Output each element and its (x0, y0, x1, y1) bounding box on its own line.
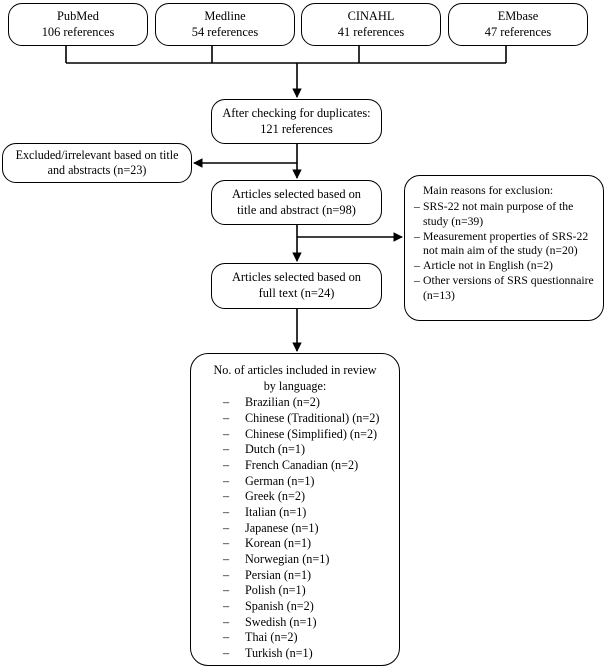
source-name-embase: EMbase (497, 8, 539, 23)
source-box-embase: EMbase 47 references (448, 3, 588, 46)
included-languages-heading: No. of articles included in review by la… (213, 363, 377, 393)
list-dash: – (414, 274, 420, 288)
exclusion-reason-item: – Measurement properties of SRS-22 not m… (414, 230, 594, 260)
language-label: Chinese (Simplified) (n=2) (245, 426, 378, 441)
list-dash: – (414, 259, 420, 273)
language-list-item: – German (n=1) (199, 474, 391, 490)
list-dash: – (414, 199, 420, 213)
exclusion-reason-text: Article not in English (n=2) (423, 259, 553, 273)
list-dash: – (223, 473, 230, 488)
language-label: French Canadian (n=2) (245, 458, 359, 473)
exclusion-reason-text: Other versions of SRS questionnaire (n=1… (423, 274, 594, 303)
duplicates-box: After checking for duplicates: 121 refer… (211, 99, 382, 144)
language-label: Italian (n=1) (245, 505, 307, 520)
language-list-item: – Greek (n=2) (199, 489, 391, 505)
language-list-item: – Chinese (Traditional) (n=2) (199, 411, 391, 427)
exclusion-reason-item: – Other versions of SRS questionnaire (n… (414, 274, 594, 304)
list-dash: – (223, 505, 230, 520)
language-list-item: – Japanese (n=1) (199, 521, 391, 537)
list-dash: – (223, 646, 230, 661)
list-dash: – (414, 229, 420, 243)
language-list-item: – Korean (n=1) (199, 536, 391, 552)
language-list-item: – Dutch (n=1) (199, 442, 391, 458)
exclusion-reasons-heading: Main reasons for exclusion: (423, 184, 554, 197)
list-dash: – (223, 442, 230, 457)
excluded-box: Excluded/irrelevant based on title and a… (2, 143, 192, 183)
selected-title-abstract-line-1: Articles selected based on (231, 186, 362, 201)
language-list-item: – French Canadian (n=2) (199, 458, 391, 474)
language-list-item: – Italian (n=1) (199, 505, 391, 521)
language-list-item: – Thai (n=2) (199, 630, 391, 646)
language-label: Brazilian (n=2) (245, 395, 320, 410)
language-label: Persian (n=1) (245, 567, 312, 582)
duplicates-line-2: 121 references (260, 121, 333, 136)
language-list-item: – Polish (n=1) (199, 583, 391, 599)
source-name-pubmed: PubMed (57, 8, 99, 23)
source-box-cinahl: CINAHL 41 references (301, 3, 441, 46)
language-list-item: – Turkish (n=1) (199, 646, 391, 662)
source-count-embase: 47 references (484, 24, 552, 39)
list-dash: – (223, 520, 230, 535)
excluded-line-1: Excluded/irrelevant based on title (15, 147, 179, 162)
list-dash: – (223, 614, 230, 629)
language-list-item: – Swedish (n=1) (199, 615, 391, 631)
selected-fulltext-line-1: Articles selected based on (231, 270, 362, 285)
language-label: Dutch (n=1) (245, 442, 306, 457)
list-dash: – (223, 583, 230, 598)
exclusion-reason-text: Measurement properties of SRS-22 not mai… (423, 229, 589, 258)
language-label: Norwegian (n=1) (245, 552, 330, 567)
exclusion-reason-item: – SRS-22 not main purpose of the study (… (414, 200, 594, 230)
selected-fulltext-line-2: full text (n=24) (258, 286, 335, 300)
list-dash: – (223, 411, 230, 426)
source-count-pubmed: 106 references (41, 24, 115, 39)
source-name-medline: Medline (204, 8, 246, 23)
included-languages-box: No. of articles included in review by la… (190, 353, 400, 666)
language-label: Chinese (Traditional) (n=2) (245, 411, 380, 426)
selected-title-abstract-line-2: title and abstract (n=98) (237, 202, 356, 217)
language-label: Turkish (n=1) (245, 646, 313, 661)
selected-title-abstract-box: Articles selected based on title and abs… (211, 180, 382, 225)
list-dash: – (223, 552, 230, 567)
language-label: Spanish (n=2) (245, 599, 314, 614)
source-box-pubmed: PubMed 106 references (8, 3, 148, 46)
language-label: German (n=1) (245, 473, 315, 488)
language-list-item: – Spanish (n=2) (199, 599, 391, 615)
language-label: Greek (n=2) (245, 489, 305, 504)
list-dash: – (223, 489, 230, 504)
list-dash: – (223, 536, 230, 551)
list-dash: – (223, 630, 230, 645)
excluded-line-2: and abstracts (n=23) (47, 163, 147, 177)
source-box-medline: Medline 54 references (155, 3, 295, 46)
exclusion-reason-text: SRS-22 not main purpose of the study (n=… (423, 199, 574, 228)
list-dash: – (223, 599, 230, 614)
language-label: Polish (n=1) (245, 583, 306, 598)
language-list-item: – Persian (n=1) (199, 568, 391, 584)
exclusion-reasons-box: Main reasons for exclusion: – SRS-22 not… (404, 175, 604, 321)
language-label: Japanese (n=1) (245, 520, 319, 535)
selected-fulltext-box: Articles selected based on full text (n=… (211, 263, 382, 309)
language-list-item: – Brazilian (n=2) (199, 395, 391, 411)
list-dash: – (223, 395, 230, 410)
language-label: Korean (n=1) (245, 536, 312, 551)
list-dash: – (223, 426, 230, 441)
language-label: Thai (n=2) (245, 630, 298, 645)
source-count-cinahl: 41 references (337, 24, 405, 39)
list-dash: – (223, 458, 230, 473)
language-list-item: – Norwegian (n=1) (199, 552, 391, 568)
duplicates-line-1: After checking for duplicates: (222, 105, 371, 120)
source-count-medline: 54 references (191, 24, 259, 39)
list-dash: – (223, 567, 230, 582)
language-label: Swedish (n=1) (245, 614, 317, 629)
language-list-item: – Chinese (Simplified) (n=2) (199, 427, 391, 443)
exclusion-reason-item: – Article not in English (n=2) (414, 259, 594, 274)
source-name-cinahl: CINAHL (347, 8, 395, 23)
